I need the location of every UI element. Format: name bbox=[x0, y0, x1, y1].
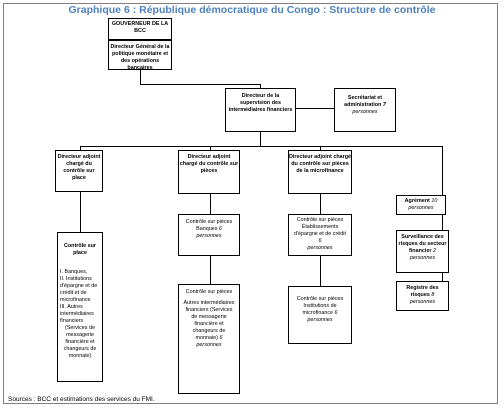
secretariat-box: Secrétariat et administration 7 personne… bbox=[334, 88, 396, 132]
secretariat-count: 7 bbox=[382, 102, 386, 109]
controle-place-item: III. Autres intermédiaires financiers bbox=[60, 304, 94, 325]
connector bbox=[442, 273, 443, 281]
autres-body: Autres intermédiaires financiers (Servic… bbox=[183, 300, 235, 342]
autres-title: Contrôle sur pièces bbox=[185, 289, 233, 295]
controle-place-title: Contrôle sur place bbox=[63, 243, 97, 257]
agrement-box: Agrément 10 personnes bbox=[396, 195, 446, 215]
agrement-unit: personnes bbox=[408, 205, 434, 212]
adjoint-pieces-box: Directeur adjoint chargé du contrôle sur… bbox=[178, 150, 240, 194]
controle-place-item: (Services de messagerie financière et ch… bbox=[63, 325, 97, 360]
adjoint-place-label: Directeur adjoint chargé du contrôle sur… bbox=[57, 154, 101, 182]
registre-box: Registre des risques 8 personnes bbox=[396, 281, 449, 311]
banques-box: Contrôle sur pièces Banques 6 personnes bbox=[178, 214, 240, 256]
gouverneur-box: GOUVERNEUR DE LA BCC bbox=[108, 18, 172, 40]
connector bbox=[80, 146, 81, 150]
sources-note: Sources : BCC et estimations des service… bbox=[8, 396, 155, 403]
adjoint-place-box: Directeur adjoint chargé du contrôle sur… bbox=[55, 150, 103, 192]
connector bbox=[320, 256, 321, 286]
connector bbox=[320, 146, 321, 150]
adjoint-micro-label: Directeur adjoint chargé du contrôle sur… bbox=[289, 154, 352, 175]
autres-count: 6 bbox=[219, 335, 223, 342]
agrement-label: Agrément bbox=[404, 198, 430, 204]
supervision-box: Directeur de la supervision des interméd… bbox=[225, 88, 296, 132]
connector bbox=[210, 256, 211, 284]
connector bbox=[296, 108, 334, 109]
connector bbox=[320, 194, 321, 214]
registre-count: 8 bbox=[431, 292, 435, 299]
microfinance-box: Contrôle sur pièces Institutions de micr… bbox=[288, 286, 352, 344]
connector bbox=[140, 70, 141, 84]
controle-place-box: Contrôle sur place I. Banques, II. Insti… bbox=[57, 232, 103, 382]
epargne-count: 6 bbox=[318, 238, 322, 245]
epargne-title: Contrôle sur pièces Établissements d'épa… bbox=[294, 217, 346, 238]
banques-count: 6 bbox=[218, 226, 222, 233]
microfinance-count: 6 bbox=[334, 310, 338, 317]
connector bbox=[260, 132, 261, 146]
agrement-count: 10 bbox=[431, 198, 438, 204]
epargne-unit: personnes bbox=[307, 245, 333, 252]
secretariat-label: Secrétariat et administration bbox=[344, 95, 383, 109]
autres-unit: personnes bbox=[196, 342, 222, 349]
connector bbox=[260, 84, 261, 88]
connector bbox=[140, 84, 260, 85]
controle-place-item: I. Banques, bbox=[60, 269, 88, 276]
registre-label: Registre des risques bbox=[406, 285, 439, 299]
adjoint-pieces-label: Directeur adjoint chargé du contrôle sur… bbox=[179, 154, 239, 175]
surveillance-unit: personnes bbox=[409, 255, 436, 262]
directeur-general-label: Directeur Général de la politique monéta… bbox=[110, 44, 170, 72]
autres-box: Contrôle sur pièces Autres intermédiaire… bbox=[178, 284, 240, 394]
chart-title: Graphique 6 : République démocratique du… bbox=[68, 4, 436, 16]
connector bbox=[210, 194, 211, 214]
figure-frame bbox=[3, 3, 498, 404]
microfinance-title: Contrôle sur pièces Institutions de micr… bbox=[296, 296, 344, 317]
supervision-label: Directeur de la supervision des interméd… bbox=[228, 93, 293, 114]
registre-unit: personnes bbox=[409, 299, 436, 306]
surveillance-count: 2 bbox=[432, 248, 436, 255]
adjoint-micro-box: Directeur adjoint chargé du contrôle sur… bbox=[288, 150, 352, 194]
banques-unit: personnes bbox=[196, 233, 222, 240]
controle-place-item: II. Institutions d'épargne et de crédit … bbox=[60, 276, 98, 304]
microfinance-unit: personnes bbox=[307, 317, 333, 324]
connector bbox=[210, 146, 211, 150]
surveillance-box: Surveillance des risques du secteur fina… bbox=[396, 230, 449, 273]
secretariat-unit: personnes bbox=[352, 109, 378, 116]
connector bbox=[80, 146, 442, 147]
connector bbox=[80, 192, 81, 232]
connector bbox=[442, 146, 443, 195]
gouverneur-label: GOUVERNEUR DE LA BCC bbox=[111, 21, 169, 35]
directeur-general-box: Directeur Général de la politique monéta… bbox=[108, 40, 172, 72]
connector bbox=[442, 215, 443, 230]
surveillance-label: Surveillance des risques du secteur fina… bbox=[398, 234, 447, 255]
epargne-box: Contrôle sur pièces Établissements d'épa… bbox=[288, 214, 352, 256]
banques-title: Contrôle sur pièces Banques bbox=[185, 219, 233, 233]
